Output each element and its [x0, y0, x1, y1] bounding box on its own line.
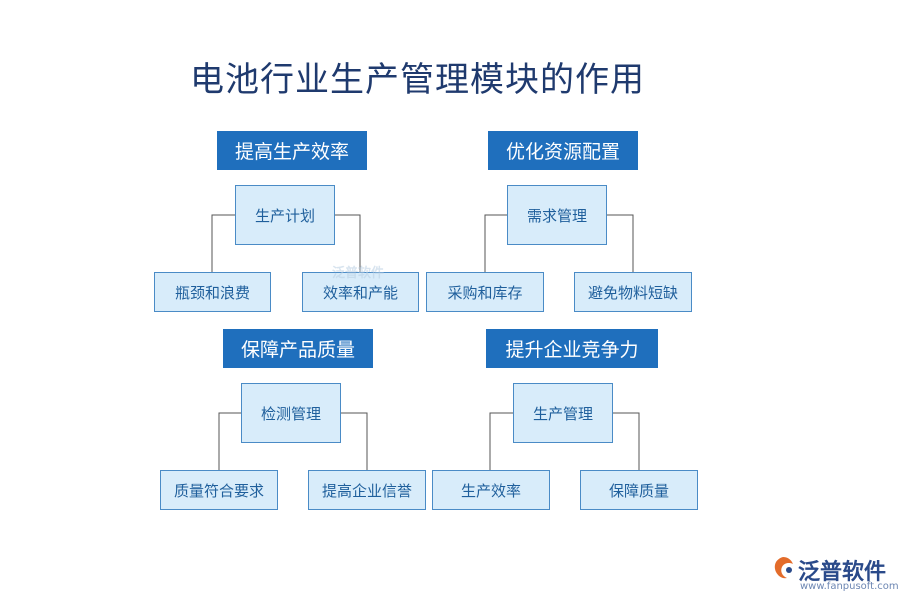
brand-logo: 泛普软件 www.fanpusoft.com — [770, 555, 899, 595]
center-node: 生产管理 — [513, 383, 613, 443]
connector-right — [335, 214, 361, 272]
right-node: 效率和产能 — [302, 272, 419, 312]
center-node: 需求管理 — [507, 185, 607, 245]
connector-left — [211, 214, 235, 272]
watermark: 泛普软件 — [332, 266, 385, 281]
brand-mark-icon — [774, 557, 793, 579]
right-node: 避免物料短缺 — [574, 272, 692, 312]
right-node: 保障质量 — [580, 470, 698, 510]
left-node: 生产效率 — [432, 470, 550, 510]
center-node: 检测管理 — [241, 383, 341, 443]
section-header: 提高生产效率 — [217, 131, 367, 170]
connector-right — [613, 412, 640, 470]
brand-name: 泛普软件 — [798, 560, 887, 585]
connector-left — [484, 214, 507, 272]
right-node: 提高企业信誉 — [308, 470, 426, 510]
connector-left — [489, 412, 513, 470]
connector-right — [607, 214, 634, 272]
section-header: 提升企业竞争力 — [486, 329, 658, 368]
diagram-title: 电池行业生产管理模块的作用 — [190, 60, 645, 100]
left-node: 采购和库存 — [426, 272, 544, 312]
connector-right — [341, 412, 368, 470]
left-node: 质量符合要求 — [160, 470, 278, 510]
brand-url: www.fanpusoft.com — [800, 581, 899, 592]
center-node: 生产计划 — [235, 185, 335, 245]
left-node: 瓶颈和浪费 — [154, 272, 271, 312]
connector-left — [218, 412, 241, 470]
section-header: 优化资源配置 — [488, 131, 638, 170]
section-header: 保障产品质量 — [223, 329, 373, 368]
